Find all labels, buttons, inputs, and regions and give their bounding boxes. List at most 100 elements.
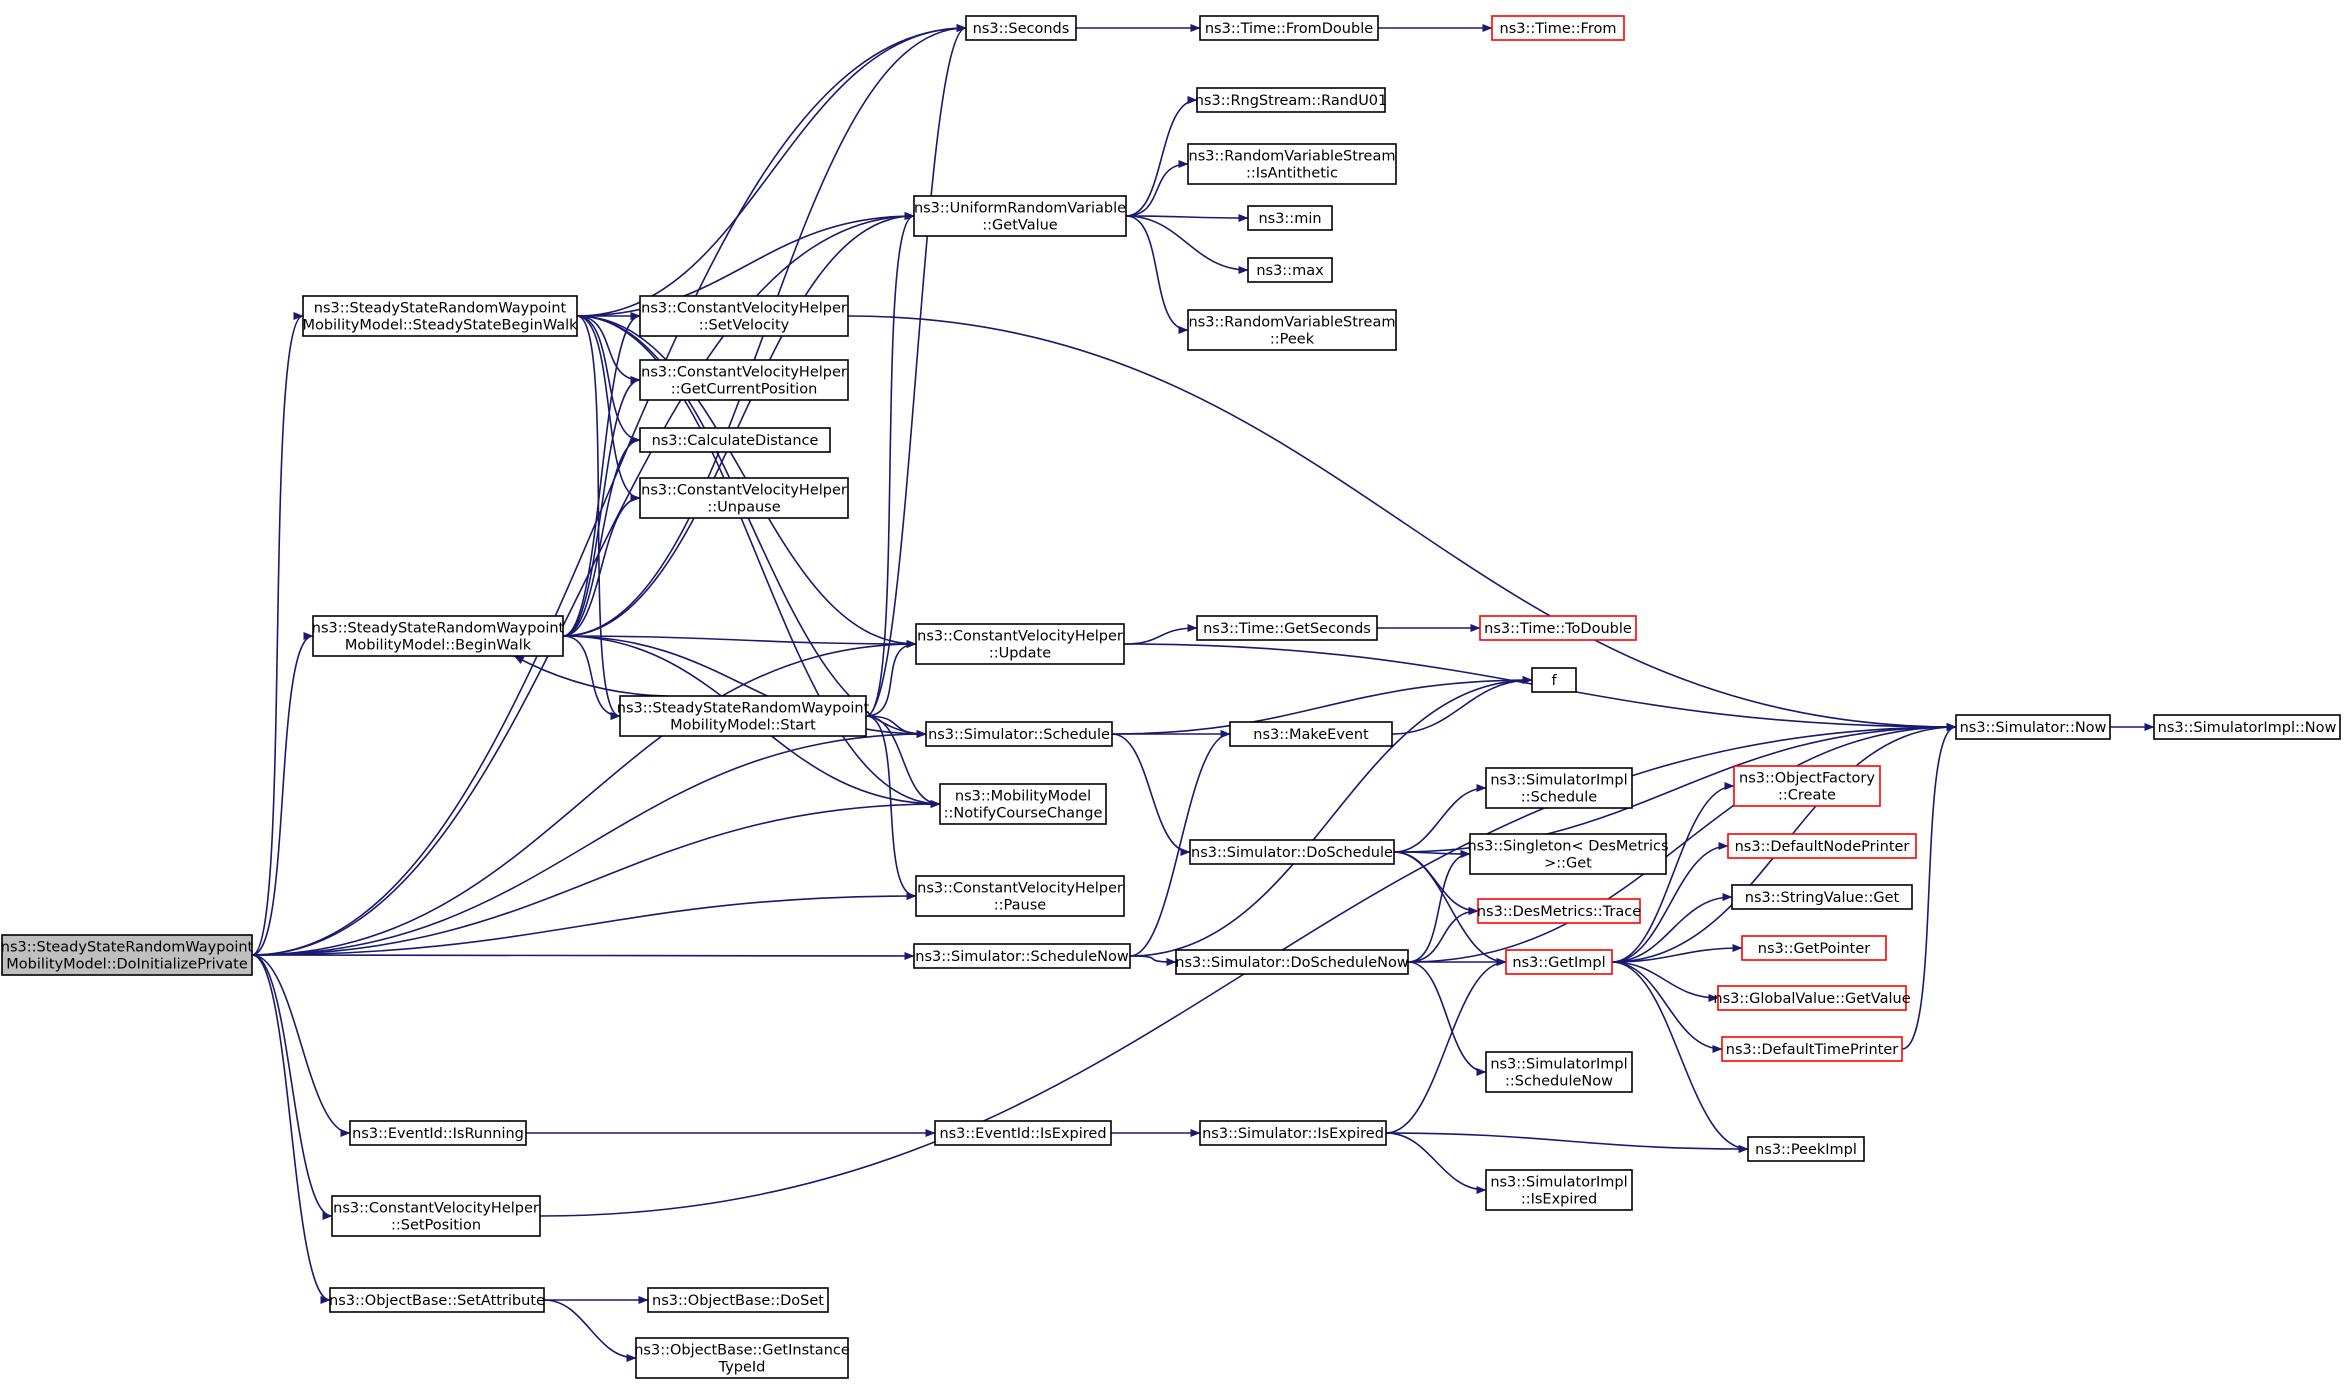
node-implschednow[interactable]: ns3::SimulatorImpl::ScheduleNow <box>1485 1051 1633 1093</box>
node-min[interactable]: ns3::min <box>1247 205 1333 231</box>
edge-getimpl-to-getptr <box>1611 944 1743 963</box>
node-min-box <box>1247 205 1333 231</box>
node-randu01[interactable]: ns3::RngStream::RandU01 <box>1195 87 1388 113</box>
node-implisexp[interactable]: ns3::SimulatorImpl::IsExpired <box>1485 1169 1633 1211</box>
node-notify[interactable]: ns3::MobilityModel::NotifyCourseChange <box>939 783 1107 825</box>
node-getcur-label-1: ::GetCurrentPosition <box>671 382 818 398</box>
edge-deftime-to-now <box>1901 723 1957 1050</box>
node-isanti-box <box>1187 143 1397 185</box>
node-doset-box <box>647 1287 829 1313</box>
edge-getvalue-to-peek <box>1125 215 1189 334</box>
edge-root-to-pause <box>251 892 917 956</box>
node-implsched-box <box>1485 767 1633 809</box>
node-implnow[interactable]: ns3::SimulatorImpl::Now <box>2153 714 2341 740</box>
node-fromdouble[interactable]: ns3::Time::FromDouble <box>1199 15 1379 41</box>
node-schedule[interactable]: ns3::Simulator::Schedule <box>925 721 1113 747</box>
node-getcur[interactable]: ns3::ConstantVelocityHelper::GetCurrentP… <box>639 359 849 401</box>
edge-bw-to-caldist <box>562 436 641 637</box>
node-implschednow-box <box>1485 1051 1633 1093</box>
node-doset-label-0: ns3::ObjectBase::DoSet <box>652 1293 824 1309</box>
node-now[interactable]: ns3::Simulator::Now <box>1955 714 2111 740</box>
node-isrunning[interactable]: ns3::EventId::IsRunning <box>349 1120 527 1146</box>
node-notify-label-1: ::NotifyCourseChange <box>944 806 1103 822</box>
edge-bw-to-start <box>562 635 621 720</box>
edge-start-to-notify <box>865 715 941 808</box>
node-getinst-label-1: TypeId <box>718 1360 766 1376</box>
node-ssbw[interactable]: ns3::SteadyStateRandomWaypointMobilityMo… <box>302 295 578 337</box>
edge-doschednow-to-now <box>1407 723 1957 963</box>
node-getcur-label-0: ns3::ConstantVelocityHelper <box>641 365 847 381</box>
node-setpos-label-1: ::SetPosition <box>391 1218 481 1234</box>
edge-getimpl-to-defnode <box>1611 842 1729 963</box>
node-caldist-label-0: ns3::CalculateDistance <box>652 433 819 449</box>
node-start[interactable]: ns3::SteadyStateRandomWaypointMobilityMo… <box>617 695 870 737</box>
node-getptr[interactable]: ns3::GetPointer <box>1741 935 1887 961</box>
nodes-layer: ns3::SteadyStateRandomWaypointMobilityMo… <box>1 15 2341 1379</box>
node-isanti-label-0: ns3::RandomVariableStream <box>1189 149 1396 165</box>
node-setpos[interactable]: ns3::ConstantVelocityHelper::SetPosition <box>331 1195 541 1237</box>
edge-root-to-isrunning <box>251 954 351 1137</box>
node-pause[interactable]: ns3::ConstantVelocityHelper::Pause <box>915 875 1125 917</box>
node-dosched[interactable]: ns3::Simulator::DoSchedule <box>1189 839 1395 865</box>
node-trace[interactable]: ns3::DesMetrics::Trace <box>1477 898 1641 924</box>
node-ssbw-box <box>302 295 578 337</box>
node-getvalue-label-0: ns3::UniformRandomVariable <box>914 201 1126 217</box>
node-makeevent[interactable]: ns3::MakeEvent <box>1229 721 1393 747</box>
node-deftime[interactable]: ns3::DefaultTimePrinter <box>1721 1036 1903 1062</box>
node-getimpl[interactable]: ns3::GetImpl <box>1505 949 1613 975</box>
node-simisexp[interactable]: ns3::Simulator::IsExpired <box>1199 1120 1387 1146</box>
node-ssbw-label-0: ns3::SteadyStateRandomWaypoint <box>314 301 567 317</box>
node-peek[interactable]: ns3::RandomVariableStream::Peek <box>1187 309 1397 351</box>
node-setvel-box <box>639 295 849 337</box>
node-trace-box <box>1477 898 1641 924</box>
node-getptr-box <box>1741 935 1887 961</box>
node-strval[interactable]: ns3::StringValue::Get <box>1731 884 1913 910</box>
node-max-box <box>1247 257 1333 283</box>
node-getinst-label-0: ns3::ObjectBase::GetInstance <box>634 1343 850 1359</box>
node-dosched-label-0: ns3::Simulator::DoSchedule <box>1191 845 1393 861</box>
node-unpause[interactable]: ns3::ConstantVelocityHelper::Unpause <box>639 477 849 519</box>
node-isanti[interactable]: ns3::RandomVariableStream::IsAntithetic <box>1187 143 1397 185</box>
node-bw[interactable]: ns3::SteadyStateRandomWaypointMobilityMo… <box>312 615 565 657</box>
node-implsched-label-0: ns3::SimulatorImpl <box>1490 773 1627 789</box>
edge-getvalue-to-min <box>1125 213 1249 222</box>
node-update[interactable]: ns3::ConstantVelocityHelper::Update <box>915 623 1125 665</box>
node-start-label-0: ns3::SteadyStateRandomWaypoint <box>617 701 870 717</box>
edge-start-to-update <box>865 640 917 717</box>
node-from-label-0: ns3::Time::From <box>1500 21 1617 37</box>
node-getvalue[interactable]: ns3::UniformRandomVariable::GetValue <box>913 195 1127 237</box>
node-defnode[interactable]: ns3::DefaultNodePrinter <box>1727 833 1917 859</box>
node-objfact[interactable]: ns3::ObjectFactory::Create <box>1733 765 1881 807</box>
edge-schednow-to-doschednow <box>1129 955 1177 966</box>
node-peek-box <box>1187 309 1397 351</box>
node-todouble-label-0: ns3::Time::ToDouble <box>1484 621 1632 637</box>
node-doschednow[interactable]: ns3::Simulator::DoScheduleNow <box>1175 949 1409 975</box>
node-isexpired[interactable]: ns3::EventId::IsExpired <box>934 1120 1112 1146</box>
node-todouble[interactable]: ns3::Time::ToDouble <box>1479 615 1637 641</box>
node-from[interactable]: ns3::Time::From <box>1491 15 1625 41</box>
node-defnode-label-0: ns3::DefaultNodePrinter <box>1735 839 1910 855</box>
node-max[interactable]: ns3::max <box>1247 257 1333 283</box>
edge-ssbw-to-getvalue <box>576 212 915 317</box>
node-singleton[interactable]: ns3::Singleton< DesMetrics>::Get <box>1467 833 1669 875</box>
node-caldist[interactable]: ns3::CalculateDistance <box>639 427 831 453</box>
node-peekimpl[interactable]: ns3::PeekImpl <box>1747 1136 1865 1162</box>
node-setvel-label-0: ns3::ConstantVelocityHelper <box>641 301 847 317</box>
edge-root-to-notify <box>251 800 941 956</box>
node-doschednow-box <box>1175 949 1409 975</box>
node-caldist-box <box>639 427 831 453</box>
node-pause-label-0: ns3::ConstantVelocityHelper <box>917 881 1123 897</box>
node-globval[interactable]: ns3::GlobalValue::GetValue <box>1713 985 1911 1011</box>
node-getimpl-label-0: ns3::GetImpl <box>1512 955 1605 971</box>
node-ssbw-label-1: MobilityModel::SteadyStateBeginWalk <box>302 318 578 334</box>
node-setvel[interactable]: ns3::ConstantVelocityHelper::SetVelocity <box>639 295 849 337</box>
node-f[interactable]: f <box>1531 667 1577 693</box>
node-seconds[interactable]: ns3::Seconds <box>965 15 1077 41</box>
node-doset[interactable]: ns3::ObjectBase::DoSet <box>647 1287 829 1313</box>
node-getsec[interactable]: ns3::Time::GetSeconds <box>1196 615 1378 641</box>
node-implsched[interactable]: ns3::SimulatorImpl::Schedule <box>1485 767 1633 809</box>
edge-dosched-to-trace <box>1393 851 1479 915</box>
node-setattr[interactable]: ns3::ObjectBase::SetAttribute <box>329 1287 545 1313</box>
node-schednow[interactable]: ns3::Simulator::ScheduleNow <box>913 943 1131 969</box>
